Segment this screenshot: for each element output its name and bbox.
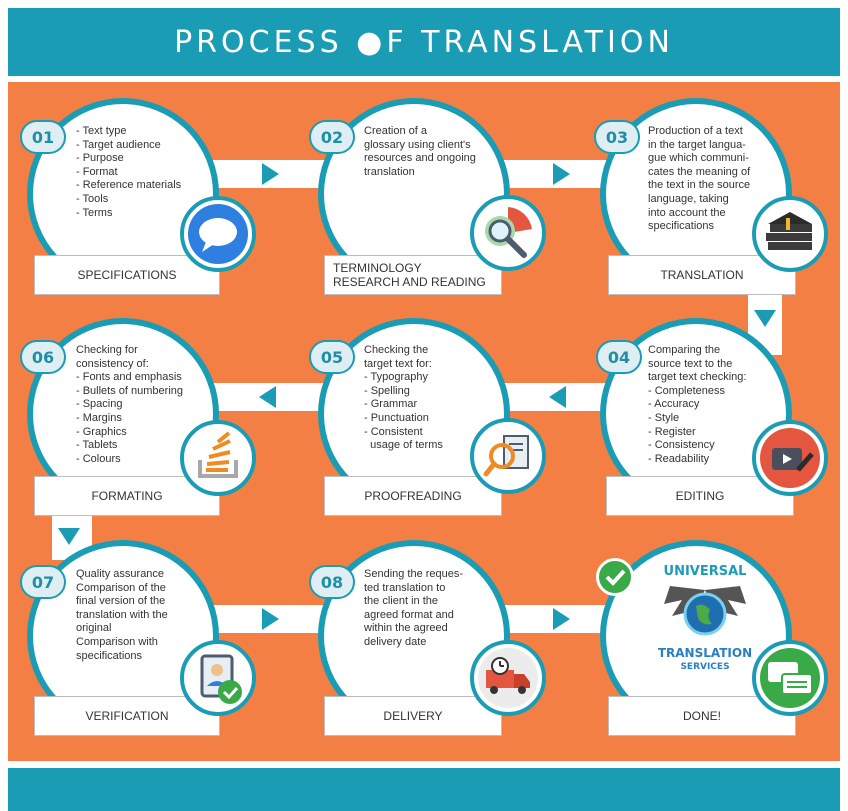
id-badge-check-icon: [180, 640, 256, 716]
document-search-icon: [470, 418, 546, 494]
arrow-left-icon: [549, 386, 566, 408]
step-text: - Text type- Target audience- Purpose- F…: [76, 125, 182, 219]
chat-bubbles-icon: [752, 640, 828, 716]
arrow-right-icon: [262, 608, 279, 630]
check-icon: [596, 558, 634, 596]
step-number: 01: [20, 120, 66, 154]
step-number: 03: [594, 120, 640, 154]
step-label: DELIVERY: [324, 696, 502, 736]
step-label: SPECIFICATIONS: [34, 255, 220, 295]
arrow-down-icon: [754, 310, 776, 327]
step-label: PROOFREADING: [324, 476, 502, 516]
stack-icon: [180, 420, 256, 496]
arrow-left-icon: [259, 386, 276, 408]
page-title: PROCESS ●F TRANSLATION: [174, 24, 674, 60]
step-number: 04: [596, 340, 642, 374]
step-number: 02: [309, 120, 355, 154]
globe-emblem-icon: [664, 586, 746, 636]
arrow-down-icon: [58, 528, 80, 545]
arrow-right-icon: [262, 163, 279, 185]
footer-banner: [8, 768, 840, 811]
step-number: 08: [309, 565, 355, 599]
arrow-right-icon: [553, 608, 570, 630]
title-banner: PROCESS ●F TRANSLATION: [8, 8, 840, 76]
arrow-right-icon: [553, 163, 570, 185]
step-number: 07: [20, 565, 66, 599]
step-number: 06: [20, 340, 66, 374]
delivery-truck-icon: [470, 640, 546, 716]
video-edit-icon: [752, 420, 828, 496]
speech-bubble-icon: [180, 196, 256, 272]
books-icon: [752, 196, 828, 272]
step-label: FORMATING: [34, 476, 220, 516]
step-number: 05: [309, 340, 355, 374]
magnifier-chart-icon: [470, 195, 546, 271]
